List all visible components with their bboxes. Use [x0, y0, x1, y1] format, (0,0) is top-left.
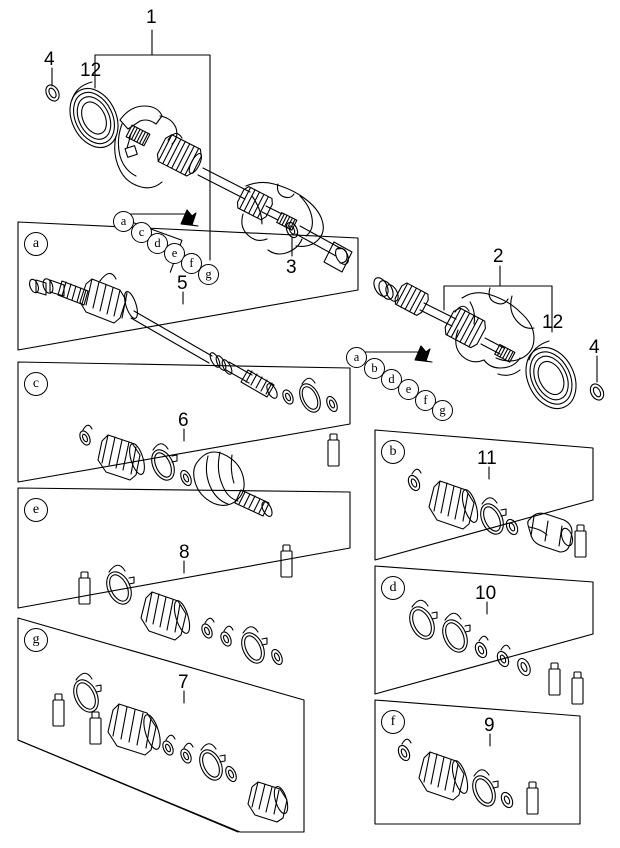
- callout-number-3: 3: [286, 257, 297, 278]
- bracket-assembly-2: [443, 265, 553, 321]
- part-12-oil-seal-right: [525, 319, 577, 410]
- drive-shaft-assembly-left: [114, 105, 353, 273]
- chain-right-letter-d: d: [381, 369, 402, 390]
- callout-number-6: 6: [178, 410, 189, 431]
- panel-d-contents: [409, 599, 584, 705]
- callout-number-12b: 12: [542, 312, 564, 333]
- callout-number-8: 8: [179, 542, 190, 563]
- chain-right-letter-g: g: [432, 400, 453, 421]
- panel-d-frame: [374, 565, 594, 695]
- chain-right-letter-b: b: [364, 358, 385, 379]
- panel-e-frame: [17, 487, 351, 609]
- panel-letter-f: f: [381, 710, 405, 734]
- panel-f-contents: [397, 733, 539, 815]
- panel-g-frame: [17, 617, 305, 833]
- chain-right-letter-a: a: [346, 347, 367, 368]
- panel-g-contents: [52, 672, 289, 823]
- chain-left-letter-d: d: [147, 233, 168, 254]
- chain-left-letter-f: f: [181, 253, 202, 274]
- panel-letter-g: g: [24, 628, 48, 652]
- panel-c-frame: [17, 361, 351, 483]
- panel-a-frame: [17, 221, 359, 351]
- panel-letter-c: c: [24, 372, 48, 396]
- drive-shaft-assembly-right: [373, 277, 535, 376]
- part-4-snap-ring-right: [589, 355, 605, 401]
- callout-number-11: 11: [477, 448, 497, 469]
- chain-left-letter-c: c: [131, 222, 152, 243]
- callout-number-5: 5: [177, 273, 188, 294]
- chain-right-letter-e: e: [398, 379, 419, 400]
- direction-arrow-right: [414, 345, 433, 363]
- bracket-assembly-1: [94, 29, 211, 261]
- panel-letter-d: d: [381, 576, 405, 600]
- callout-number-4a: 4: [44, 49, 55, 70]
- panel-c-contents: [79, 424, 293, 578]
- panel-b-contents: [407, 466, 587, 558]
- callout-number-1: 1: [146, 7, 157, 28]
- part-4-snap-ring-left: [45, 67, 60, 102]
- panel-letter-b: b: [381, 440, 405, 464]
- panel-f-frame: [374, 699, 581, 825]
- panel-letter-e: e: [24, 498, 48, 522]
- callout-number-12a: 12: [80, 60, 102, 81]
- chain-left-letter-a: a: [113, 211, 134, 232]
- part-12-oil-seal-left: [69, 78, 119, 149]
- panel-letter-a: a: [24, 232, 48, 256]
- callout-number-9: 9: [484, 715, 495, 736]
- chain-left-letter-e: e: [164, 243, 185, 264]
- callout-number-7: 7: [178, 672, 189, 693]
- panel-b-frame: [374, 429, 594, 561]
- part-3-circlip: [285, 221, 299, 257]
- chain-right-letter-f: f: [415, 390, 436, 411]
- panel-a-contents: [28, 272, 340, 467]
- panel-e-contents: [78, 560, 283, 666]
- callout-number-10: 10: [475, 583, 497, 604]
- chain-left-letter-g: g: [198, 264, 219, 285]
- callout-number-4b: 4: [589, 337, 600, 358]
- callout-number-2: 2: [493, 246, 504, 267]
- direction-arrow-left: [180, 209, 199, 227]
